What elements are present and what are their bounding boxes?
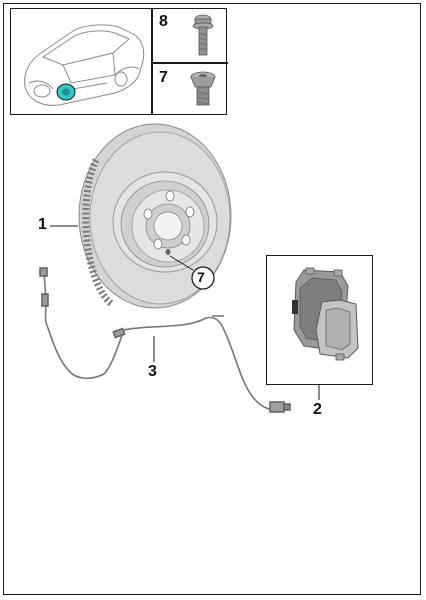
bolt-icon [192, 14, 214, 56]
inset-item-number-7: 7 [159, 69, 168, 86]
brake-pad-frame [266, 255, 373, 385]
leader-line-7 [169, 255, 194, 271]
inset-divider-horizontal [151, 62, 228, 64]
diagram-border [3, 3, 421, 595]
brake-disc-icon [78, 123, 232, 309]
callout-number-1[interactable]: 1 [38, 216, 47, 233]
circled-callout-7 [191, 266, 215, 290]
circled-callout-number-7[interactable]: 7 [197, 269, 205, 285]
wear-sensor-icon [39, 267, 291, 413]
car-outline-icon [24, 24, 145, 106]
highlighted-wheel-icon [56, 83, 76, 101]
inset-item-number-8: 8 [159, 13, 168, 30]
inset-panel: 8 7 [10, 8, 228, 115]
inset-divider-vertical [151, 9, 153, 114]
callout-number-3[interactable]: 3 [148, 363, 157, 380]
brake-pad-set-icon [292, 267, 359, 361]
callout-number-2[interactable]: 2 [313, 401, 322, 418]
screw-icon [190, 71, 216, 106]
